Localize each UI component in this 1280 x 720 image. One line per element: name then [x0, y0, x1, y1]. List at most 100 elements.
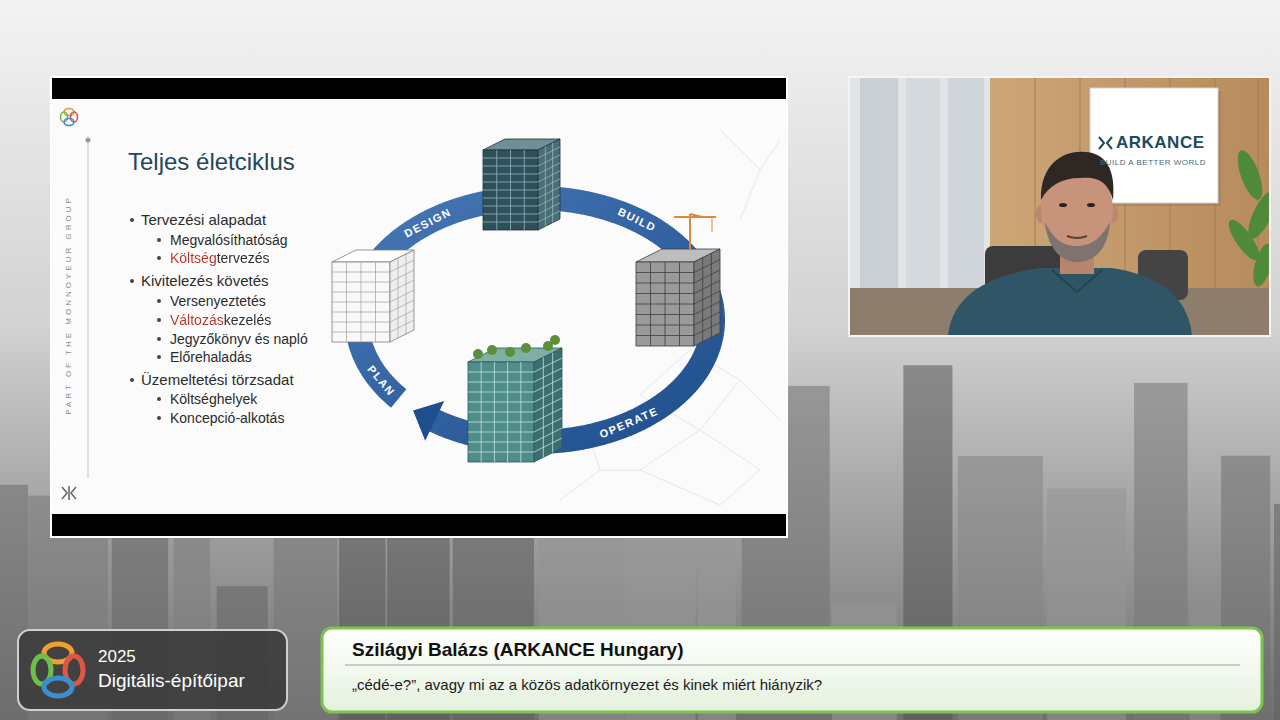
building-window-line	[361, 262, 362, 342]
building-face	[332, 262, 390, 342]
slide-rule	[88, 140, 89, 478]
building-window-line	[694, 312, 720, 325]
mark-petal	[64, 119, 74, 126]
roof-plant	[521, 343, 531, 353]
building-window-line	[390, 290, 414, 302]
cycle-phase-label: OPERATE	[598, 405, 661, 442]
lower-third: Szilágyi Balázs (ARKANCE Hungary) „cédé-e…	[322, 628, 1262, 712]
window-pane	[860, 78, 898, 288]
building-window-line	[375, 262, 376, 342]
screen-brand-mark	[1099, 137, 1112, 149]
city-skyline	[0, 365, 1280, 720]
building-window-line	[346, 262, 347, 342]
building-window-line	[524, 150, 525, 230]
event-year: 2025	[98, 647, 136, 667]
bullet-dot	[130, 279, 134, 283]
build-building	[636, 249, 720, 346]
roof-plant	[487, 345, 497, 355]
building-window-line	[694, 302, 720, 315]
person-collar	[1052, 270, 1102, 292]
bullet-dot	[157, 337, 161, 341]
building-side	[538, 139, 560, 230]
speaker-name: Szilágyi Balázs (ARKANCE Hungary)	[352, 638, 684, 661]
lifecycle-illustration	[332, 139, 720, 462]
building-window-line	[650, 262, 651, 346]
building-window-line	[390, 310, 414, 322]
plan-building	[332, 250, 414, 342]
network-line	[720, 130, 780, 220]
window-pane	[906, 78, 940, 288]
building-window-line	[481, 362, 482, 462]
person-eye	[1087, 203, 1095, 207]
bullet-item: Versenyeztetés	[170, 293, 266, 310]
building-window-line	[390, 300, 414, 312]
bullet-item: Változáskezelés	[170, 312, 271, 329]
brand-chevron	[71, 487, 76, 499]
person-shirt	[948, 268, 1192, 335]
slide-frame	[50, 76, 788, 538]
network-line	[640, 350, 780, 505]
building-window-line	[545, 146, 546, 226]
building-face	[636, 262, 694, 346]
building-window-line	[468, 372, 534, 373]
bullet-item: Kivitelezés követés	[141, 272, 269, 290]
event-name: Digitális-építőipar	[98, 669, 245, 692]
bullet-item: Költséghelyek	[170, 391, 257, 408]
building-window-line	[468, 432, 534, 433]
slide-title: Teljes életciklus	[128, 147, 295, 176]
roof-plant	[505, 347, 515, 357]
building-window-line	[552, 143, 553, 223]
bullet-dot	[157, 238, 161, 242]
crane-mast	[689, 214, 691, 250]
building-window-line	[496, 150, 497, 230]
building-window-line	[468, 412, 534, 413]
leaf	[1233, 147, 1268, 202]
crane-jib	[674, 214, 716, 217]
building-window-line	[494, 362, 495, 462]
talk-title: „cédé-e?”, avagy mi az a közös adatkörny…	[352, 676, 822, 694]
building-window-line	[702, 258, 703, 342]
building-face	[468, 362, 534, 462]
bullet-dot	[130, 378, 134, 382]
person-mouth	[1067, 236, 1087, 238]
bullet-item: Megvalósíthatóság	[170, 232, 288, 249]
bullet-item: Előrehaladás	[170, 349, 252, 366]
building-window-line	[538, 211, 560, 222]
slide-canvas	[52, 99, 786, 514]
brand-chevron	[62, 487, 67, 499]
building-window-line	[390, 280, 414, 292]
operate-building	[468, 348, 562, 462]
building-window-line	[534, 438, 562, 452]
building-window-line	[468, 392, 534, 393]
building-window-line	[468, 442, 534, 443]
bullet-dot	[157, 299, 161, 303]
side-caption: PART OF THE MONNOYEUR GROUP	[64, 195, 74, 415]
bullet-item: Koncepció-alkotás	[170, 410, 284, 427]
building-window-line	[694, 281, 720, 294]
bullet-dot	[130, 218, 134, 222]
building-window-line	[520, 362, 521, 462]
event-badge: 2025Digitális-építőipar	[18, 630, 287, 710]
slide-panel: Teljes életciklusTervezési alapadatMegva…	[52, 99, 786, 514]
bullet-dot	[157, 397, 161, 401]
building-window-line	[694, 260, 720, 273]
building-window-line	[468, 422, 534, 423]
event-badge-box	[18, 630, 287, 710]
building-window-line	[398, 258, 399, 338]
cycle-phase-label: BUILD	[616, 205, 659, 235]
bullet-dot	[157, 256, 161, 260]
building-window-line	[711, 253, 712, 337]
building-side	[534, 348, 562, 462]
bullet-item: Üzemeltetési törzsadat	[141, 371, 294, 389]
building-side	[694, 249, 720, 346]
building-window-line	[679, 262, 680, 346]
building-face	[483, 150, 538, 230]
brand-bar	[68, 486, 70, 500]
building-window-line	[468, 402, 534, 403]
bullet-item: Jegyzőkönyv és napló	[170, 331, 308, 348]
building-side	[390, 250, 414, 342]
building-window-line	[694, 323, 720, 336]
leaf	[1250, 242, 1269, 289]
